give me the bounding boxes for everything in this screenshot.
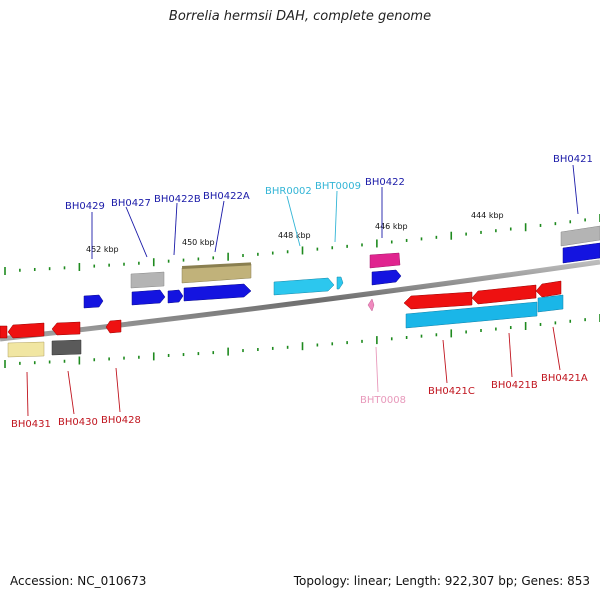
label-BH0422[interactable]: BH0422 [365, 177, 405, 188]
feature-red-BH0431[interactable] [7, 322, 45, 339]
genome-title: Borrelia hermsii DAH, complete genome [168, 9, 432, 24]
label-BHR0002[interactable]: BHR0002 [265, 186, 312, 197]
topology-summary: Topology: linear; Length: 922,307 bp; Ge… [293, 574, 590, 588]
label-BH0421B[interactable]: BH0421B [491, 380, 538, 391]
label-BH0422B[interactable]: BH0422B [154, 194, 201, 205]
feature-yellow-BH0431[interactable] [7, 341, 45, 358]
scale-label-448: 448 kbp [278, 231, 311, 240]
label-BH0421A[interactable]: BH0421A [541, 373, 588, 384]
feature-blue-BH0421-fwd[interactable] [562, 242, 600, 264]
feature-cyan-BHT0009[interactable] [336, 276, 344, 290]
label-BH0431[interactable]: BH0431 [11, 419, 51, 430]
feature-cyan-BH0421C-B[interactable] [405, 301, 538, 329]
scale-label-450: 450 kbp [182, 238, 215, 247]
scale-label-452: 452 kbp [86, 245, 119, 254]
feature-gray-BH0427[interactable] [130, 271, 165, 289]
feature-red-BH0421B[interactable] [471, 284, 537, 305]
label-BH0428[interactable]: BH0428 [101, 415, 141, 426]
feature-blue-BH0422-fwd[interactable] [371, 269, 402, 286]
tick-track-upper [4, 214, 600, 275]
scale-label-444: 444 kbp [471, 211, 504, 220]
label-BHT0008[interactable]: BHT0008 [360, 395, 406, 406]
forward-strand-features [83, 225, 600, 309]
label-BH0430[interactable]: BH0430 [58, 417, 98, 428]
feature-blue-BH0422A-fwd[interactable] [183, 283, 252, 302]
feature-red-BH0421C[interactable] [403, 291, 473, 310]
feature-blue-BH0429[interactable] [83, 294, 104, 309]
tick-track-lower [4, 314, 600, 368]
feature-red-BH0430[interactable] [51, 321, 81, 336]
feature-cyan-BHR0002[interactable] [273, 277, 335, 296]
label-BH0429[interactable]: BH0429 [65, 201, 105, 212]
label-BHT0009[interactable]: BHT0009 [315, 181, 361, 192]
feature-cyan-BH0421A[interactable] [537, 294, 564, 313]
genome-backbone [0, 259, 600, 342]
feature-blue-BH0422B[interactable] [167, 289, 184, 304]
feature-red-BH0428[interactable] [105, 319, 122, 334]
label-BH0421[interactable]: BH0421 [553, 154, 593, 165]
feature-darkgray-BH0430[interactable] [51, 339, 82, 356]
accession-text: Accession: NC_010673 [10, 574, 147, 588]
gene-labels: BH0429 BH0427 BH0422B BH0422A BHR0002 BH… [11, 154, 593, 430]
label-BH0422A[interactable]: BH0422A [203, 191, 250, 202]
feature-red-BH0431a[interactable] [0, 325, 8, 339]
feature-gray-BH0421[interactable] [560, 225, 600, 247]
feature-pink-BHT0008[interactable] [367, 298, 375, 312]
label-BH0427[interactable]: BH0427 [111, 198, 151, 209]
reverse-strand-features [0, 280, 564, 358]
scale-label-446: 446 kbp [375, 222, 408, 231]
feature-pink-BH0422[interactable] [369, 252, 401, 269]
label-BH0421C[interactable]: BH0421C [428, 386, 475, 397]
label-leaders [26, 164, 579, 417]
feature-red-BH0421A[interactable] [535, 280, 562, 298]
feature-blue-BH0427b[interactable] [131, 289, 166, 306]
